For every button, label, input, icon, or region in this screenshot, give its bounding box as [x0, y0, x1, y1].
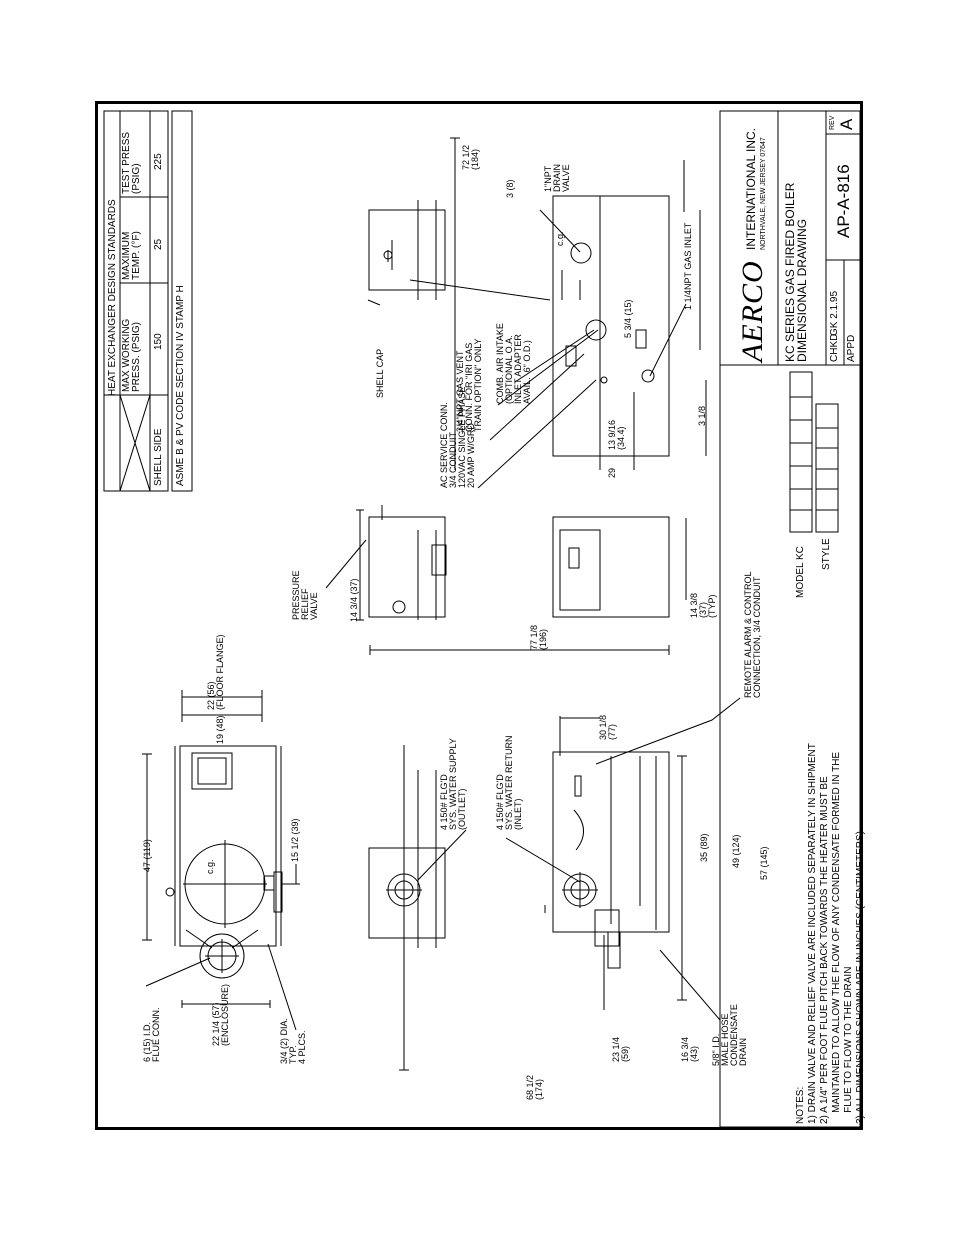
notes-heading: NOTES:	[795, 1086, 806, 1124]
chkd-value: GK 2.1.95	[829, 290, 840, 336]
dim-49: 49 (124)	[731, 834, 741, 868]
dia-label: 3/4 (2) DIA. TYP. 4 PLCS.	[279, 1017, 307, 1064]
title-block-grid	[719, 110, 861, 1128]
model-label: MODEL KC	[795, 546, 806, 598]
note-line-1: 1) DRAIN VALVE AND RELIEF VALVE ARE INCL…	[807, 743, 818, 1124]
drawing-border	[95, 101, 863, 1130]
dim-16: 16 3/4 (43)	[680, 1036, 699, 1062]
rear-view	[367, 137, 707, 489]
design-table-value-2: 25	[153, 238, 164, 250]
gas-vent-label: 3/4"NPT GAS VENT CONN. FOR "IRI GAS TRAI…	[455, 338, 483, 432]
rev-value: A	[837, 118, 856, 130]
design-table-grid	[103, 110, 193, 492]
dim-30: 30 1/8 (77)	[598, 714, 617, 740]
dim-47: 47 (119)	[142, 839, 152, 872]
return-label: 4 150# FLG'D SYS. WATER RETURN (INLET)	[495, 735, 523, 830]
company-name: INTERNATIONAL INC.	[744, 127, 758, 250]
dim-68: 68 1/2 (174)	[525, 1074, 544, 1100]
dim-3-8: 3 (8)	[505, 179, 515, 198]
rev-label: REV	[829, 115, 836, 130]
company-logo: AERCO	[736, 260, 769, 362]
dim-13: 13 9/16 (34.4)	[607, 419, 626, 450]
cg-rear: c.g.	[555, 231, 565, 246]
dim-77: 77 1/8 (196)	[529, 624, 548, 650]
dim-23: 23 1/4 (59)	[611, 1036, 630, 1062]
front-view	[368, 697, 741, 1071]
supply-label: 4 150# FLG'D SYS. WATER SUPPLY (OUTLET)	[439, 738, 467, 830]
alarm-label: REMOTE ALARM & CONTROL CONNECTION, 3/4 C…	[743, 571, 762, 698]
design-table-col-1: MAX WORKING PRESS. (PSIG)	[121, 318, 142, 392]
side-view	[325, 505, 687, 655]
dim-29: 29	[607, 467, 617, 478]
dim-15-half: 15 1/2 (39)	[290, 818, 300, 862]
dim-14-38: 14 3/8 (37) (TYP)	[689, 592, 717, 618]
company-address: NORTHVALE, NEW JERSEY 07647	[760, 137, 767, 250]
relief-label: PRESSURE RELIEF VALVE	[291, 570, 319, 620]
air-intake-label: COMB. AIR INTAKE (OPTIONAL O.A. INLET AD…	[495, 323, 532, 404]
dim-35: 35 (89)	[699, 833, 709, 862]
cg-top: c.g.	[205, 859, 215, 874]
top-view	[142, 690, 300, 1031]
dim-72: 72 1/2 (184)	[461, 144, 480, 170]
dim-57: 57 (145)	[759, 846, 769, 880]
design-table-value-1: 150	[153, 333, 164, 350]
note-line-4: FLUE TO FLOW TO THE DRAIN	[843, 966, 854, 1124]
design-code: ASME B & PV CODE SECTION IV STAMP H	[175, 285, 186, 486]
condensate-label: 5/8" I.D. MALE HOSE CONDENSATE DRAIN	[711, 1004, 748, 1066]
dim-5-34: 5 3/4 (15)	[623, 299, 633, 338]
npt-drain-label: 1"NPT DRAIN VALVE	[543, 163, 571, 192]
enclosure-label: 22 1/4 (57) (ENCLOSURE)	[211, 983, 230, 1046]
dim-22: 22 (56) (FLOOR FLANGE)	[206, 634, 225, 710]
drawing-number: AP-A-816	[834, 164, 853, 238]
design-table-value-3: 225	[153, 153, 164, 170]
dim-3-18: 3 1/8	[697, 405, 707, 426]
note-line-5: 3) ALL DIMENSIONS SHOWN ARE IN INCHES (C…	[855, 830, 866, 1124]
dim-14-34: 14 3/4 (37)	[349, 578, 359, 622]
note-line-3: MAINTAINED TO ALLOW THE FLOW OF ANY COND…	[831, 751, 842, 1124]
gas-inlet-label: 1 1/4NPT GAS INLET	[683, 222, 693, 310]
drawing-title: KC SERIES GAS FIRED BOILER DIMENSIONAL D…	[783, 182, 809, 362]
style-label: STYLE	[821, 538, 832, 570]
design-table-title: HEAT EXCHANGER DESIGN STANDARDS	[107, 199, 118, 396]
appd-label: APPD	[846, 334, 857, 362]
design-table-col-3: TEST PRESS (PSIG)	[121, 131, 142, 194]
design-table-row-label: SHELL SIDE	[153, 428, 164, 486]
flue-conn-label: 6 (15) I.D. FLUE CONN.	[142, 1007, 161, 1062]
design-table-col-2: MAXIMUM TEMP. (°F)	[121, 231, 142, 280]
note-line-2: 2) A 1/4" PER FOOT FLUE PITCH BACK TOWAR…	[819, 776, 830, 1124]
shell-cap-label: SHELL CAP	[375, 348, 385, 398]
dim-19: 19 (48)	[215, 715, 225, 744]
chkd-label: CHKD	[829, 333, 840, 362]
